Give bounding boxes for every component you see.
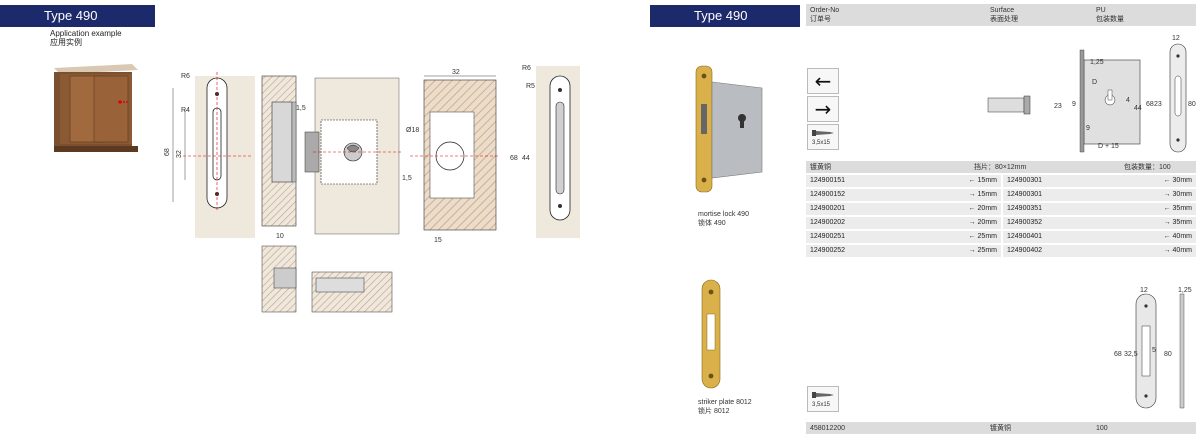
striker-pu: 100: [1096, 425, 1108, 432]
dim-44: 44: [522, 155, 530, 162]
table-row: 124900402→ 40mm: [1003, 245, 1196, 257]
arrow-left-icon: ←: [807, 68, 839, 94]
dim-d18: Ø18: [406, 127, 419, 134]
striker-dim-32-5: 32,5: [1124, 351, 1138, 358]
screw-box-striker: 3,5x15: [807, 386, 839, 412]
order-table-header: [806, 4, 1196, 26]
lock-material: 镀黄铜: [810, 164, 831, 171]
table-row: 124900401← 40mm: [1003, 231, 1196, 243]
dim-r6: R6: [181, 73, 190, 80]
application-example-zh: 应用实例: [50, 38, 82, 47]
faceplate-side-view: R6 R5 68 44: [510, 65, 580, 238]
lock-label-d: D: [1092, 79, 1097, 86]
dim-15: 15: [434, 237, 442, 244]
screw-box-lock: 3,5x15: [807, 124, 839, 150]
dim-1-5-top: 1,5: [296, 105, 306, 112]
type-label-bar-left: Type 490: [0, 5, 155, 27]
screw-size-lock: 3,5x15: [812, 140, 831, 146]
lock-technical-drawing: 1,25 12 23 9 4 44 68 23 80 9 D D + 15: [987, 35, 1196, 153]
dim-68-b: 68: [510, 155, 518, 162]
cabinet-illustration: [54, 64, 138, 152]
striker-plate-caption-zh: 锁片 8012: [698, 408, 730, 415]
type-label-right: Type 490: [694, 8, 748, 23]
striker-dim-5: 5: [1152, 347, 1156, 354]
mortise-section-view: 32 Ø18 1,5 15: [402, 69, 498, 244]
striker-code: 458012200: [810, 425, 846, 432]
dim-r6-b: R6: [522, 65, 531, 72]
faceplate-front-view: 68 32 R6 R4: [164, 72, 255, 238]
screw-icon: [812, 392, 834, 398]
section-view: 10 1,5: [261, 75, 306, 240]
table-row: 124900301→ 30mm: [1003, 189, 1196, 201]
bottom-section-views: [261, 245, 393, 313]
table-row: 124900252→ 25mm: [806, 245, 1001, 257]
header-order-no-zh: 订单号: [810, 16, 831, 23]
type-label: Type 490: [44, 8, 98, 23]
header-pu-en: PU: [1096, 7, 1106, 14]
application-example-en: Application example: [50, 29, 122, 38]
lock-dim-d-plus: D + 15: [1098, 143, 1119, 150]
striker-dim-68: 68: [1114, 351, 1122, 358]
lock-dim-9: 9: [1072, 101, 1076, 108]
arrow-right-icon: →: [807, 96, 839, 122]
table-row: 124900251← 25mm: [806, 231, 1001, 243]
lock-body-view: [304, 77, 403, 235]
lock-dim-23: 23: [1054, 103, 1062, 110]
dim-32-top: 32: [452, 69, 460, 76]
table-row: 124900202→ 20mm: [806, 217, 1001, 229]
table-row: 124900352→ 35mm: [1003, 217, 1196, 229]
striker-technical-drawing: 12 1,25 68 32,5 80 5: [1114, 287, 1192, 409]
striker-plate-caption-en: striker plate 8012: [698, 399, 752, 406]
dim-1-5-bottom: 1,5: [402, 175, 412, 182]
header-pu-zh: 包装数量: [1096, 16, 1124, 23]
lock-dim-80: 80: [1188, 101, 1196, 108]
header-order-no-en: Order-No: [810, 7, 840, 14]
header-surface-en: Surface: [990, 7, 1015, 14]
lock-dim-1-25: 1,25: [1090, 59, 1104, 66]
striker-dim-80: 80: [1164, 351, 1172, 358]
dim-r5: R5: [526, 83, 535, 90]
mortise-lock-caption-en: mortise lock 490: [698, 211, 749, 218]
dim-68: 68: [164, 148, 171, 156]
dim-10: 10: [276, 233, 284, 240]
type-label-bar-right: Type 490: [650, 5, 800, 27]
lock-dim-23b: 23: [1154, 101, 1162, 108]
lock-dim-68: 68: [1146, 101, 1154, 108]
table-row: 124900152→ 15mm: [806, 189, 1001, 201]
mortise-lock-caption-zh: 锁体 490: [698, 220, 726, 227]
lock-dim-12: 12: [1172, 35, 1180, 42]
lock-table-header: [806, 161, 1196, 173]
lock-dim-9b: 9: [1086, 125, 1090, 132]
lock-dim-44: 44: [1134, 105, 1142, 112]
table-row: 124900151← 15mm: [806, 175, 1001, 187]
striker-material: 镀黄铜: [990, 425, 1011, 432]
lock-faceplate: 挡片：80×12mm: [974, 164, 1027, 171]
table-row: 124900351← 35mm: [1003, 203, 1196, 215]
lock-pu: 包装数量：100: [1124, 164, 1171, 171]
table-row: 124900201← 20mm: [806, 203, 1001, 215]
mortise-lock-image: [695, 65, 763, 193]
striker-dim-12: 12: [1140, 287, 1148, 294]
striker-dim-1-25: 1,25: [1178, 287, 1192, 294]
screw-size-striker: 3,5x15: [812, 402, 831, 408]
striker-plate-image: [701, 279, 721, 389]
dim-32: 32: [176, 150, 183, 158]
header-surface-zh: 表面处理: [990, 16, 1018, 23]
striker-table-row: [806, 422, 1196, 434]
dim-r4: R4: [181, 107, 190, 114]
table-row: 124900301← 30mm: [1003, 175, 1196, 187]
screw-icon: [812, 130, 834, 136]
lock-dim-4: 4: [1126, 97, 1130, 104]
